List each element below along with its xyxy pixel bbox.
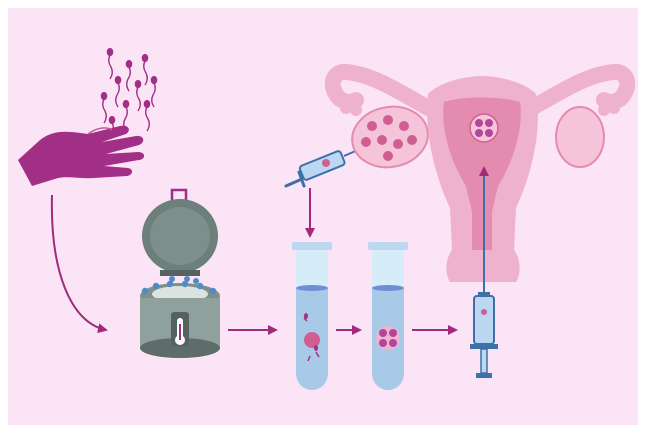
test-tube-icon — [292, 242, 332, 390]
test-tube-embryo-icon — [368, 242, 408, 390]
